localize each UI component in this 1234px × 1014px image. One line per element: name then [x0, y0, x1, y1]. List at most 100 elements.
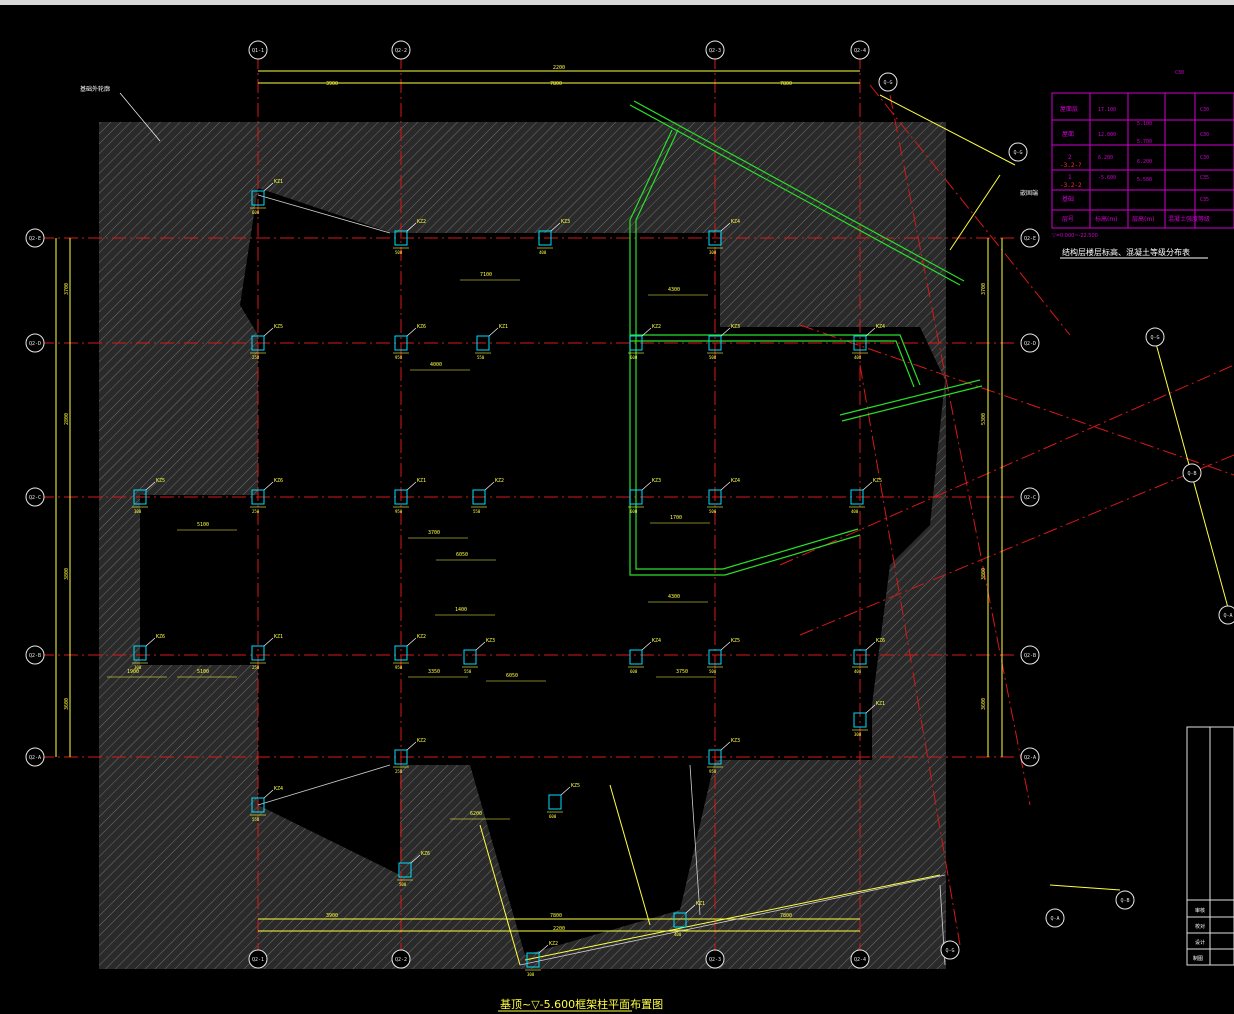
column-8-outline — [629, 335, 643, 351]
legend-row3-elev: 6.200 — [1098, 155, 1113, 161]
column-20-outline — [394, 645, 408, 661]
column-21-dim: 550 — [464, 669, 472, 674]
column-11-outline — [133, 489, 147, 505]
legend-row3-floor: 2 — [1068, 154, 1072, 161]
column-15-label: KZ3 — [652, 478, 661, 484]
grid-bubble-left-4-circle — [25, 645, 45, 665]
column-19-label: KZ1 — [274, 634, 283, 640]
column-30-label: KZ6 — [421, 851, 430, 857]
grid-bubble-top-1: Q1-1 — [248, 40, 268, 60]
column-19: KZ1 250 — [250, 634, 283, 670]
column-17-dim: 400 — [851, 509, 859, 514]
column-13-outline — [394, 489, 408, 505]
grid-bubble-skew-3-circle — [1145, 327, 1165, 347]
legend-row5-grade: C35 — [1200, 197, 1209, 203]
column-18-leader — [145, 637, 156, 647]
column-2-dim: 500 — [395, 250, 403, 255]
legend-row1-elev: 17.100 — [1098, 107, 1116, 113]
column-29-leader — [560, 786, 571, 796]
legend-grade-header: 混凝土强度等级 — [1168, 215, 1210, 223]
legend-row4-height: 6.200 — [1137, 159, 1152, 165]
column-24-outline — [853, 649, 867, 665]
drawing-title: 基顶~▽-5.600框架柱平面布置图 — [500, 997, 663, 1011]
dim-bottom-2: 7800 — [550, 913, 562, 919]
column-4-outline — [708, 230, 722, 246]
cad-drawing-canvas[interactable]: KZ1600KZ2500KZ3400KZ4300KZ5250KZ6950KZ15… — [0, 5, 1234, 1014]
inner-dim-4: 5100 — [197, 522, 209, 528]
column-21-leader — [475, 641, 486, 651]
grid-bubble-bottom-2: Q2-2 — [391, 949, 411, 969]
column-26-dim: 250 — [395, 769, 403, 774]
grid-bubble-skew-3-label: Q-G — [1150, 335, 1159, 341]
legend-row1-floor: 屋面层 — [1060, 106, 1078, 113]
column-13-dim: 950 — [395, 509, 403, 514]
column-17-outline — [850, 489, 864, 505]
column-25-label: KZ1 — [876, 701, 885, 707]
inner-dim-8: 1400 — [455, 607, 467, 613]
grid-bubble-left-1-label: Q2-E — [29, 236, 41, 242]
grid-bubble-left-2-label: Q2-D — [29, 341, 41, 347]
grid-bubble-right-1-label: Q2-E — [1024, 236, 1036, 242]
column-23-label: KZ5 — [731, 638, 740, 644]
column-2-outline — [394, 230, 408, 246]
inner-dim-12: 5100 — [197, 669, 209, 675]
grid-bubble-left-4: Q2-B — [25, 645, 45, 665]
column-28-outline — [251, 797, 265, 813]
column-28-label: KZ4 — [274, 786, 283, 792]
grid-bubble-bottom-4: Q2-4 — [850, 949, 870, 969]
legend-highlight: C30 — [1175, 70, 1184, 76]
column-7-dim: 550 — [477, 355, 485, 360]
legend-row2-elev: 12.000 — [1098, 132, 1116, 138]
column-19-dim: 250 — [252, 665, 260, 670]
dim-top-1: 3900 — [326, 81, 338, 87]
column-1-leader — [263, 182, 274, 192]
column-4-label: KZ4 — [731, 219, 740, 225]
column-14-label: KZ2 — [495, 478, 504, 484]
grid-bubble-bottom-3: Q2-3 — [705, 949, 725, 969]
column-32-dim: 300 — [527, 972, 535, 977]
column-20-dim: 950 — [395, 665, 403, 670]
tb-row-4: 制图 — [1193, 955, 1203, 962]
column-32-label: KZ2 — [549, 941, 558, 947]
title-block — [1186, 726, 1234, 966]
grid-bubble-top-1-circle — [248, 40, 268, 60]
column-22-label: KZ4 — [652, 638, 661, 644]
grid-bubble-skew-7: Q-A — [1045, 908, 1065, 928]
dim-right-3: 3800 — [981, 568, 987, 580]
skew-grid-lines — [779, 84, 1234, 946]
inner-dim-13: 3350 — [428, 669, 440, 675]
grid-bubble-left-1: Q2-E — [25, 228, 45, 248]
dim-right-4: 3600 — [981, 698, 987, 710]
inner-dim-2: 4000 — [430, 362, 442, 368]
grid-bubble-top-4: Q2-4 — [850, 40, 870, 60]
dim-left-1: 3700 — [64, 283, 70, 295]
grid-bubble-right-5: Q2-A — [1020, 747, 1040, 767]
legend-row4-floor: 1 — [1068, 174, 1072, 181]
column-5-dim: 250 — [252, 355, 260, 360]
column-30-dim: 500 — [399, 882, 407, 887]
column-31-dim: 400 — [674, 932, 682, 937]
grid-bubble-right-3-label: Q2-C — [1024, 495, 1036, 501]
grid-bubble-left-2-circle — [25, 333, 45, 353]
column-26-label: KZ2 — [417, 738, 426, 744]
grid-bubble-right-4-circle — [1020, 645, 1040, 665]
inner-dim-14: 1700 — [670, 515, 682, 521]
column-26-leader — [406, 741, 417, 751]
top-left-note: 基础外轮廓 — [80, 85, 110, 93]
column-4-leader — [720, 222, 731, 232]
inner-dim-7: 4300 — [668, 594, 680, 600]
column-32-leader — [538, 944, 549, 954]
grid-bubble-skew-5-circle — [1218, 605, 1234, 625]
column-22-dim: 600 — [630, 669, 638, 674]
column-8-leader — [641, 327, 652, 337]
tb-row-2: 校对 — [1195, 923, 1205, 930]
grid-bubble-right-4: Q2-B — [1020, 645, 1040, 665]
text-layer: 基础外轮廓 3900 2200 7800 7800 3900 7800 7800… — [64, 65, 1210, 1012]
